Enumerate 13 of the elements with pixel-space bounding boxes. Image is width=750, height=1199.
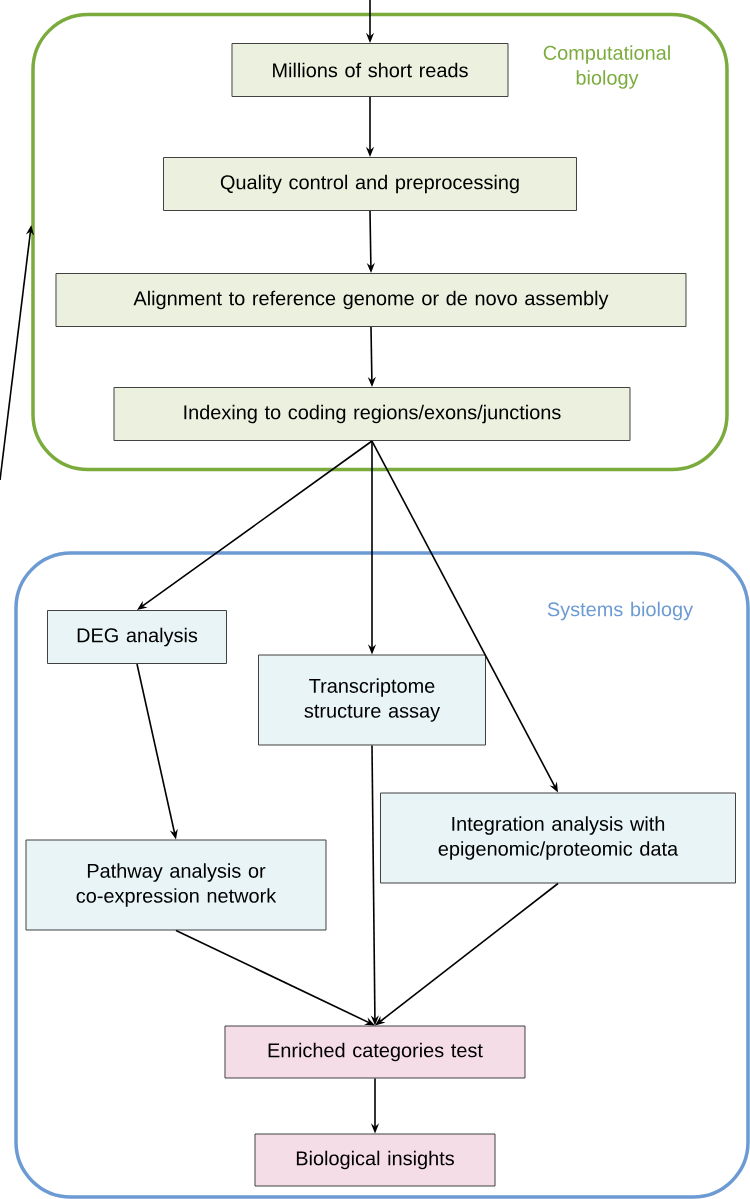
process-box: Quality control and preprocessing xyxy=(163,157,577,211)
process-box: DEG analysis xyxy=(47,610,227,664)
arrow xyxy=(137,440,373,610)
group-heading: Computational biology xyxy=(543,45,670,89)
process-box: Millions of short reads xyxy=(231,43,509,97)
process-box: Indexing to coding regions/exons/junctions xyxy=(113,387,631,441)
process-box: Pathway analysis or co-expression network xyxy=(25,839,327,931)
group-heading: Systems biology xyxy=(547,601,693,621)
process-box: Alignment to reference genome or de novo assembly xyxy=(55,273,687,327)
process-box: Enriched categories test xyxy=(224,1025,526,1079)
process-box: Integration analysis with epigenomic/proteomic data xyxy=(380,792,736,884)
process-box: Transcriptome structure assay xyxy=(258,654,486,746)
process-box: Biological insights xyxy=(254,1133,496,1187)
